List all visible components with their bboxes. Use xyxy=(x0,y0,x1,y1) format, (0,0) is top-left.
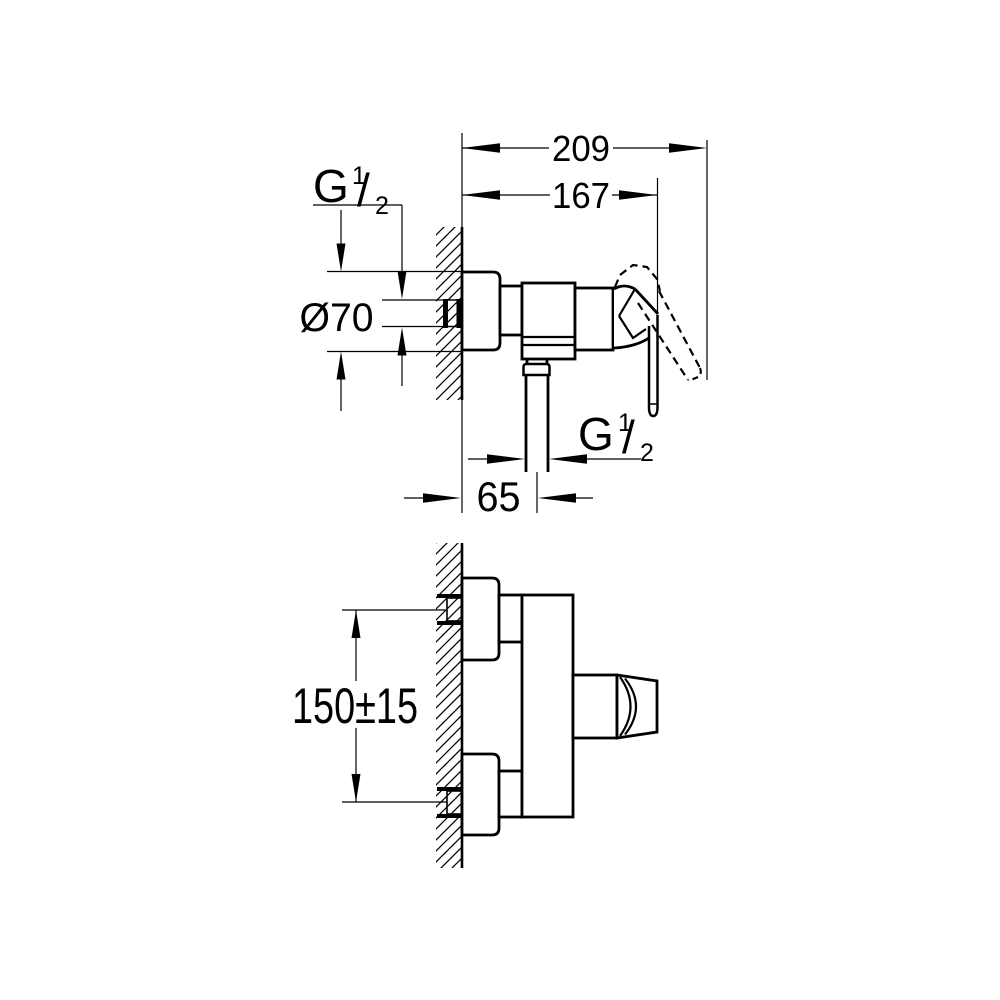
outlet-thread-slash: / xyxy=(622,411,635,463)
dim-65: 65 xyxy=(404,472,593,520)
upper-union-escutcheon xyxy=(460,576,501,662)
lever-dashed-position xyxy=(613,263,702,382)
dim-outlet-pipe xyxy=(468,454,641,464)
dim-150-arrow-top xyxy=(351,610,361,638)
outlet-thread-denominator: 2 xyxy=(640,439,654,467)
dim-209-label: 209 xyxy=(552,128,610,169)
upper-union-nut xyxy=(497,593,524,644)
dim-150: 150±15 xyxy=(292,609,447,803)
lever-rod-dashed-lower xyxy=(637,302,689,381)
dim-209-arrow-left xyxy=(462,143,500,153)
knob-dome-arc-outer xyxy=(619,676,632,737)
side-view: 209 167 G 1 / 2 xyxy=(300,128,708,520)
hub-inner-vee xyxy=(618,315,647,340)
lower-union-assembly xyxy=(437,752,524,837)
lower-union-escutcheon xyxy=(460,752,501,837)
inlet-pipe-in-wall xyxy=(443,299,462,328)
hub-bottom-edge xyxy=(613,336,650,350)
handle-neck-front xyxy=(571,673,619,740)
outlet-thread-text: G 1 / 2 xyxy=(578,408,654,467)
dim-inlet-pipe xyxy=(382,205,443,386)
knob-dome-arc-inner xyxy=(624,677,637,736)
inlet-thread-text: G 1 / 2 xyxy=(313,160,389,220)
hub-left-edge xyxy=(618,288,636,317)
dim-167-arrow-right xyxy=(619,190,657,200)
dim-209-arrow-right xyxy=(669,143,707,153)
inlet-dim-arrow-bottom xyxy=(397,327,407,356)
outlet-thread-numerator: 1 xyxy=(618,409,632,437)
body-block-side xyxy=(520,281,577,361)
inlet-thread-denominator: 2 xyxy=(375,192,389,220)
inlet-thread-letter: G xyxy=(313,160,349,212)
outlet-assembly-side xyxy=(522,359,551,472)
outlet-thread-letter: G xyxy=(578,408,614,460)
escutcheon-side xyxy=(460,270,502,352)
mixer-body-side xyxy=(460,263,702,472)
body-block-front xyxy=(520,593,575,819)
hub-fill xyxy=(614,286,658,348)
inlet-dim-arrow-top xyxy=(397,271,407,299)
upper-union-assembly xyxy=(437,576,524,662)
hub-top-arc xyxy=(613,284,636,291)
lever-rod-dashed-upper xyxy=(658,290,701,369)
outlet-dim-arrow-left xyxy=(487,454,525,464)
label-inlet-thread: G 1 / 2 xyxy=(313,160,402,220)
dim-diameter-70: Ø70 xyxy=(300,210,462,411)
front-view: 150±15 xyxy=(292,543,659,868)
dim-167-arrow-left xyxy=(462,190,500,200)
lever-rod-dashed-tip xyxy=(687,367,702,382)
dim-65-arrow-left xyxy=(423,493,461,503)
lever-hub-solid xyxy=(613,284,660,350)
dim-65-label: 65 xyxy=(477,473,521,520)
dim-65-arrow-right xyxy=(538,493,576,503)
dia70-arrow-bottom xyxy=(336,351,346,380)
wall-hatch-front-view xyxy=(436,543,462,868)
dim-150-arrow-bottom xyxy=(351,774,361,802)
lower-union-nut xyxy=(497,769,524,819)
hub-top-edge xyxy=(633,288,660,315)
handle-front xyxy=(571,673,659,740)
dim-209: 209 xyxy=(462,128,708,380)
dim-150-label: 150±15 xyxy=(292,678,418,734)
dim-167: 167 xyxy=(462,175,659,314)
inlet-thread-slash: / xyxy=(357,164,370,216)
cartridge-housing-side xyxy=(573,286,615,352)
dia70-arrow-top xyxy=(336,243,346,272)
outlet-nut xyxy=(522,362,551,377)
label-outlet-thread: G 1 / 2 xyxy=(578,408,654,467)
outlet-dim-arrow-right xyxy=(549,454,587,464)
inlet-thread-numerator: 1 xyxy=(352,162,366,190)
neck-side xyxy=(498,284,524,337)
dia70-label: Ø70 xyxy=(300,296,374,340)
lever-rod-solid xyxy=(647,315,659,418)
dim-167-label: 167 xyxy=(552,175,610,216)
